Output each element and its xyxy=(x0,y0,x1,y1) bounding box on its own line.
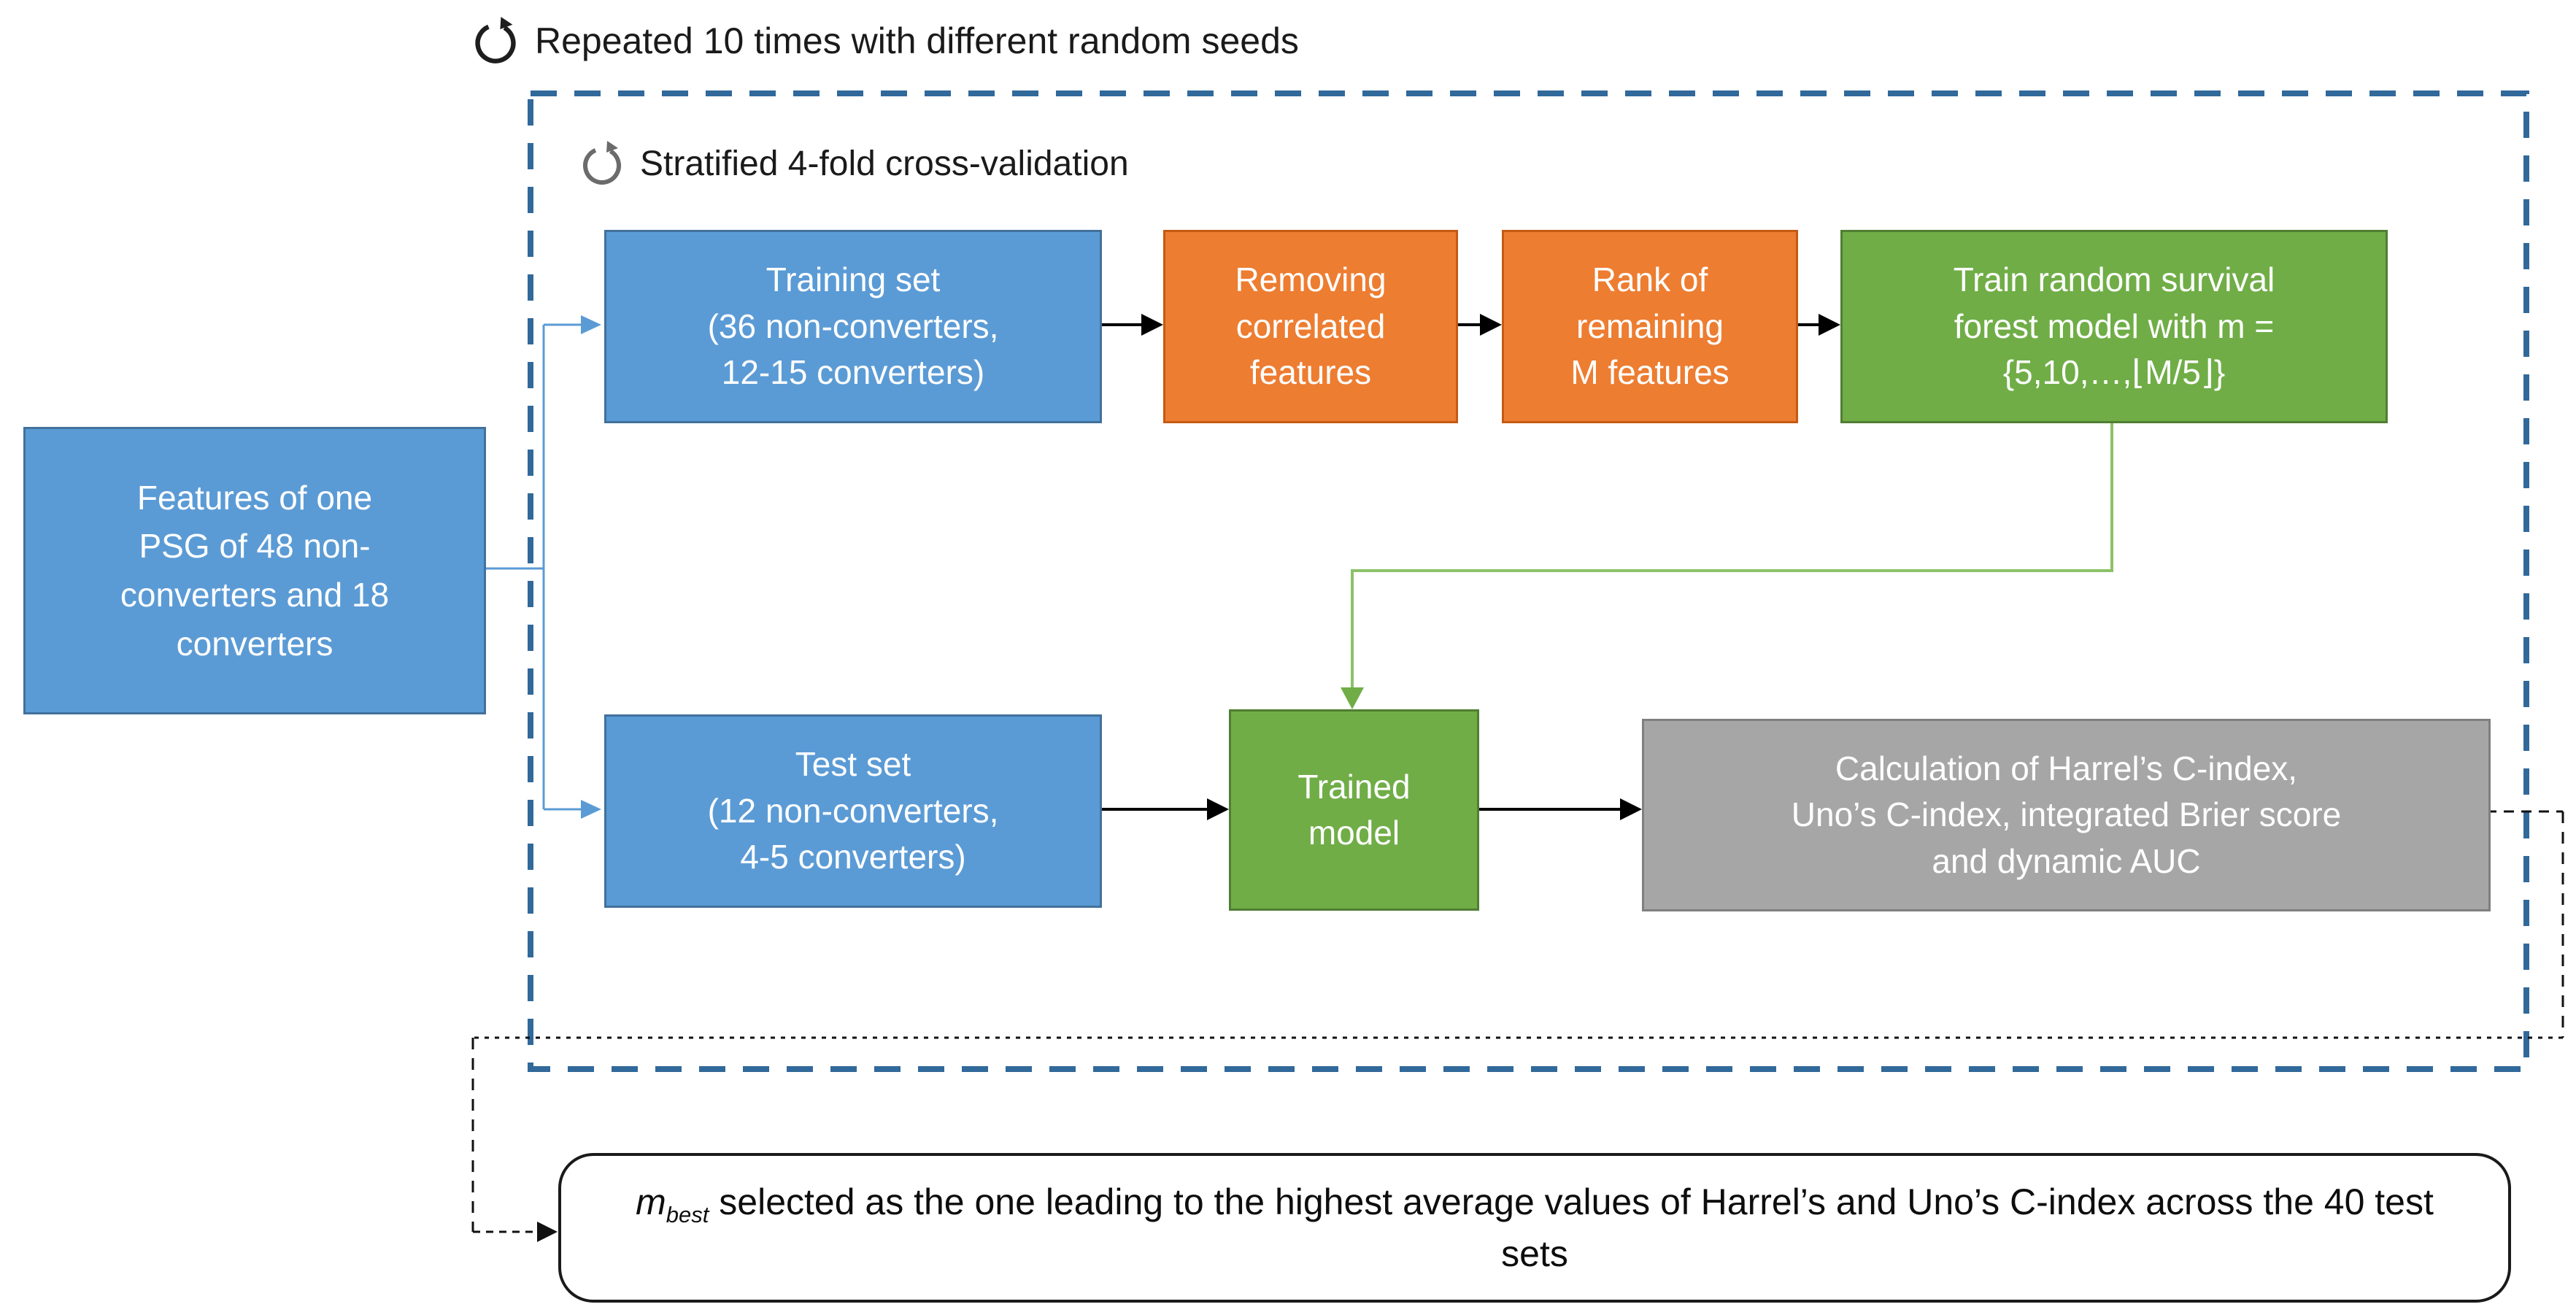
feedback-arrowhead xyxy=(537,1222,558,1242)
rank-remaining-features-box: Rank of remaining M features xyxy=(1502,230,1798,423)
features-split-connector xyxy=(482,323,582,811)
mbest-conclusion-box: mbest selected as the one leading to the… xyxy=(558,1153,2511,1303)
feedback-dotted-path xyxy=(471,810,2564,1233)
mbest-conclusion-text: mbest selected as the one leading to the… xyxy=(615,1178,2454,1279)
m-subscript: best xyxy=(666,1201,709,1227)
to-trained-arrowhead xyxy=(1341,687,1364,709)
removing-correlated-features-box: Removing correlated features xyxy=(1163,230,1458,423)
inner-loop-label: Stratified 4-fold cross-validation xyxy=(579,140,1129,187)
outer-loop-text: Repeated 10 times with different random … xyxy=(535,20,1299,61)
train-rsf-model-box: Train random survival forest model with … xyxy=(1840,230,2388,423)
metrics-calculation-box: Calculation of Harrel’s C-index, Uno’s C… xyxy=(1642,719,2491,911)
m-variable: m xyxy=(636,1181,666,1222)
features-box: Features of one PSG of 48 non- converter… xyxy=(23,427,486,714)
conclusion-rest: selected as the one leading to the highe… xyxy=(709,1181,2434,1275)
cross-validation-dashed-frame xyxy=(528,90,2529,1072)
to-training-arrowhead xyxy=(581,315,601,334)
black-arrowheads xyxy=(1141,314,1840,820)
inner-loop-text: Stratified 4-fold cross-validation xyxy=(640,144,1129,183)
refresh-icon xyxy=(475,17,516,63)
trained-model-box: Trained model xyxy=(1229,709,1479,911)
to-test-arrowhead xyxy=(581,800,601,819)
rsf-to-trained-connector xyxy=(1351,420,2113,689)
black-arrows xyxy=(1098,323,1820,811)
outer-loop-label: Repeated 10 times with different random … xyxy=(471,16,1299,66)
refresh-icon xyxy=(583,141,621,185)
test-set-box: Test set (12 non-converters, 4-5 convert… xyxy=(604,714,1102,908)
training-set-box: Training set (36 non-converters, 12-15 c… xyxy=(604,230,1102,423)
